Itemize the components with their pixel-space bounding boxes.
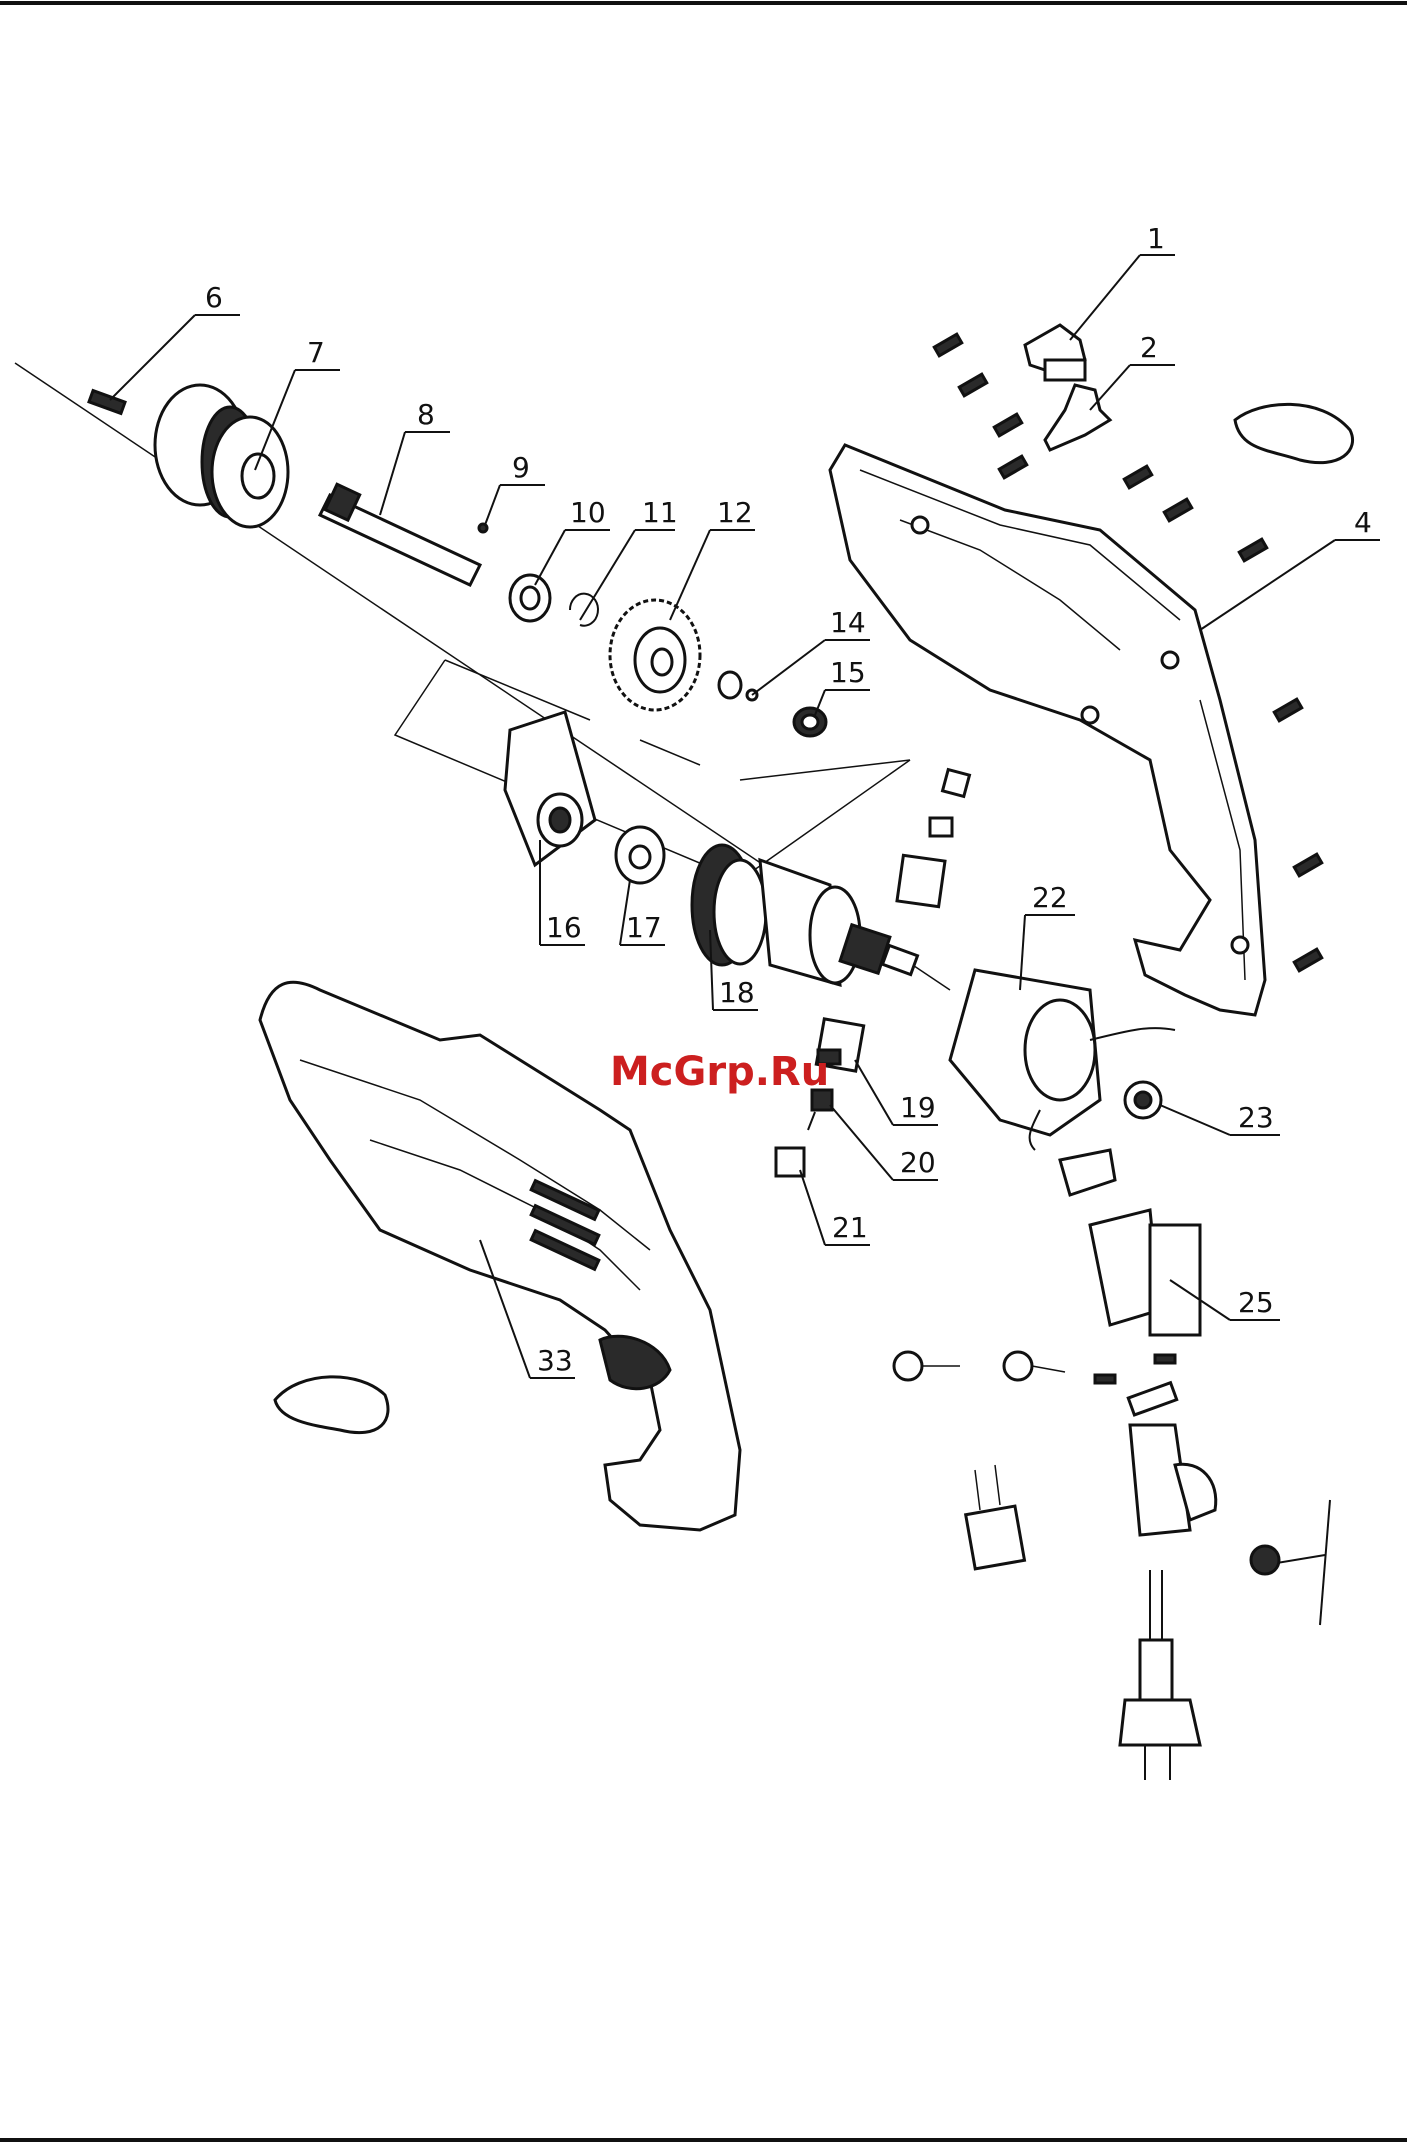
callout-14: 14 bbox=[830, 606, 866, 639]
callout-9: 9 bbox=[512, 451, 530, 484]
part-17-bearing bbox=[616, 827, 664, 883]
callout-19: 19 bbox=[900, 1091, 936, 1124]
callout-12: 12 bbox=[717, 496, 753, 529]
callout-20: 20 bbox=[900, 1146, 936, 1179]
callout-16: 16 bbox=[546, 911, 582, 944]
part-8-spindle bbox=[320, 484, 480, 585]
part-25-switch bbox=[1060, 1150, 1200, 1335]
callout-6: 6 bbox=[205, 281, 223, 314]
callout-21: 21 bbox=[832, 1211, 868, 1244]
power-plug bbox=[1120, 1570, 1200, 1780]
label-pad-right bbox=[1235, 404, 1353, 462]
bracket-line-a bbox=[445, 660, 590, 720]
callout-2: 2 bbox=[1140, 331, 1158, 364]
callout-11: 11 bbox=[642, 496, 678, 529]
callout-23: 23 bbox=[1238, 1101, 1274, 1134]
bracket-line-b bbox=[640, 740, 700, 765]
cable-clamps bbox=[894, 1352, 1177, 1415]
capacitor bbox=[966, 1465, 1025, 1569]
callout-1: 1 bbox=[1147, 222, 1165, 255]
upper-brush-set bbox=[897, 770, 969, 907]
part-10-bearing bbox=[510, 575, 550, 621]
callout-33: 33 bbox=[537, 1344, 573, 1377]
callout-8: 8 bbox=[417, 398, 435, 431]
part-2-lever bbox=[1045, 385, 1110, 450]
part-12-gear bbox=[610, 600, 700, 710]
part-23-bearing bbox=[1125, 1082, 1161, 1118]
callout-25: 25 bbox=[1238, 1286, 1274, 1319]
part-4-housing-half bbox=[830, 445, 1265, 1015]
chuck-key bbox=[1251, 1500, 1330, 1625]
callout-4: 4 bbox=[1354, 506, 1372, 539]
callout-18: 18 bbox=[719, 976, 755, 1009]
part-6-screw bbox=[89, 391, 125, 414]
part-18-armature bbox=[692, 845, 918, 985]
watermark-text: McGrp.Ru bbox=[610, 1049, 829, 1095]
part-20-brush-spring bbox=[808, 1090, 832, 1130]
part-7-chuck bbox=[155, 385, 288, 527]
callout-10: 10 bbox=[570, 496, 606, 529]
part-22-stator bbox=[950, 970, 1175, 1150]
bracket-line-c bbox=[740, 760, 910, 780]
part-16-gear-plate bbox=[505, 712, 595, 865]
cable-guard bbox=[1130, 1425, 1216, 1535]
callout-7: 7 bbox=[307, 336, 325, 369]
callout-17: 17 bbox=[626, 911, 662, 944]
label-pad-left bbox=[275, 1377, 388, 1433]
callout-15: 15 bbox=[830, 656, 866, 689]
part-15-bushing bbox=[794, 708, 826, 736]
callout-22: 22 bbox=[1032, 881, 1068, 914]
part-14-ring bbox=[719, 672, 741, 698]
